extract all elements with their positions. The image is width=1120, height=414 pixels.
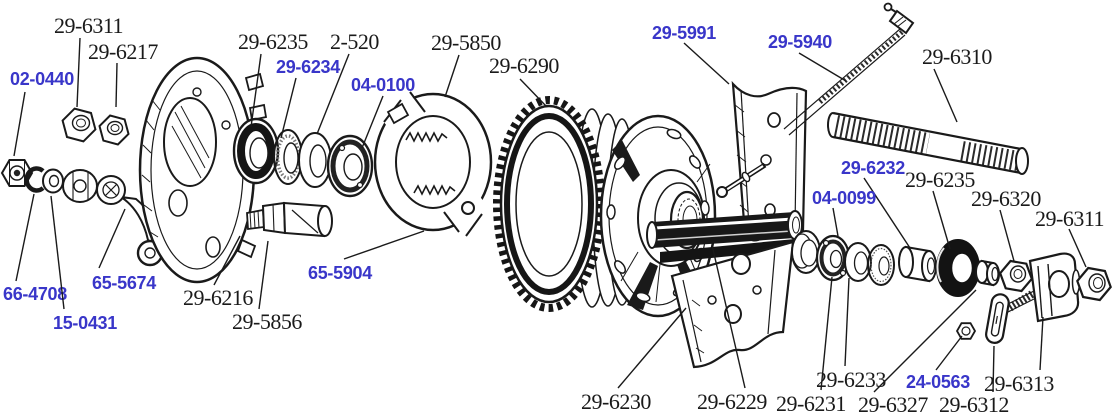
part-label-29-6217: 29-6217 bbox=[88, 39, 158, 64]
leader-line-65-5674 bbox=[98, 208, 126, 269]
hub-sprocket-drawing bbox=[493, 96, 717, 318]
part-label-29-6320: 29-6320 bbox=[971, 186, 1041, 211]
part-label-29-6230: 29-6230 bbox=[581, 389, 651, 414]
part-label-04-0100: 04-0100 bbox=[351, 75, 415, 95]
part-label-29-6233: 29-6233 bbox=[816, 367, 886, 392]
seal-ring-drawing bbox=[936, 239, 980, 297]
part-label-02-0440: 02-0440 bbox=[10, 69, 74, 89]
leader-line-65-5904 bbox=[343, 230, 425, 260]
part-label-29-6235: 29-6235 bbox=[238, 29, 308, 54]
leader-line-29-6313 bbox=[1039, 316, 1044, 371]
part-label-29-6310: 29-6310 bbox=[922, 44, 992, 69]
axle-nut-drawing bbox=[0, 159, 34, 187]
part-label-29-5850: 29-5850 bbox=[431, 30, 501, 55]
leader-line-29-6310 bbox=[933, 68, 958, 123]
leader-line-04-0099 bbox=[832, 207, 839, 237]
leader-line-29-6217 bbox=[115, 62, 118, 108]
leader-line-29-6327 bbox=[873, 289, 977, 393]
part-label-29-5856: 29-5856 bbox=[232, 309, 302, 334]
leader-line-24-0563 bbox=[935, 335, 963, 371]
leader-line-29-5850 bbox=[444, 54, 460, 98]
spacer-nut-group-drawing bbox=[975, 259, 1034, 293]
part-label-29-5940: 29-5940 bbox=[768, 32, 832, 52]
part-label-29-6290: 29-6290 bbox=[489, 53, 559, 78]
leader-line-29-6231 bbox=[820, 276, 833, 391]
leader-line-29-6216 bbox=[213, 235, 241, 286]
bearing-stack-left-drawing bbox=[232, 117, 374, 198]
brake-lever-arm-drawing bbox=[62, 169, 164, 267]
leader-line-2-520 bbox=[316, 53, 350, 135]
circlip-drawing bbox=[24, 166, 45, 193]
upper-stand-bracket-drawing bbox=[716, 80, 808, 242]
link-and-nut-drawing bbox=[955, 293, 1010, 344]
leader-line-29-5940 bbox=[798, 52, 847, 82]
leader-line-29-6230 bbox=[617, 307, 687, 389]
end-nut-drawing bbox=[1071, 266, 1112, 302]
leader-line-29-6312 bbox=[992, 345, 995, 393]
part-label-29-6234: 29-6234 bbox=[276, 57, 340, 77]
leader-line-29-5991 bbox=[683, 42, 730, 85]
part-label-29-6311: 29-6311 bbox=[54, 13, 123, 38]
axle-drawing bbox=[827, 111, 1029, 175]
part-label-65-5674: 65-5674 bbox=[92, 273, 156, 293]
part-label-29-6235: 29-6235 bbox=[905, 167, 975, 192]
part-label-29-5991: 29-5991 bbox=[652, 23, 716, 43]
leader-line-29-5856 bbox=[258, 240, 269, 310]
leader-line-29-6311 bbox=[76, 37, 81, 108]
leader-line-02-0440 bbox=[13, 91, 26, 157]
washer-drawing bbox=[42, 168, 64, 194]
leader-line-29-6234 bbox=[280, 77, 297, 139]
part-label-29-6232: 29-6232 bbox=[841, 158, 905, 178]
part-label-65-5904: 65-5904 bbox=[308, 263, 372, 283]
part-label-29-6311: 29-6311 bbox=[1035, 206, 1104, 231]
leader-line-29-6290 bbox=[519, 78, 547, 107]
bearing-stack-right-drawing bbox=[791, 230, 937, 286]
leader-line-29-6229 bbox=[711, 244, 746, 389]
leader-line-29-6235 bbox=[250, 53, 262, 128]
part-label-29-6216: 29-6216 bbox=[183, 285, 253, 310]
leader-line-04-0100 bbox=[361, 95, 384, 149]
brake-backplate-drawing bbox=[138, 56, 268, 284]
part-label-29-6312: 29-6312 bbox=[939, 392, 1009, 414]
part-label-29-6231: 29-6231 bbox=[776, 391, 846, 414]
part-label-29-6313: 29-6313 bbox=[984, 371, 1054, 396]
part-label-2-520: 2-520 bbox=[330, 29, 379, 54]
leader-line-29-6233 bbox=[844, 277, 850, 367]
leader-line-15-0431 bbox=[50, 195, 65, 310]
part-label-04-0099: 04-0099 bbox=[812, 188, 876, 208]
part-label-24-0563: 24-0563 bbox=[906, 372, 970, 392]
part-label-66-4708: 66-4708 bbox=[3, 284, 67, 304]
leader-line-29-6232 bbox=[863, 177, 911, 249]
part-label-29-6327: 29-6327 bbox=[858, 392, 928, 414]
leader-line-29-6311 bbox=[1068, 228, 1087, 268]
part-label-29-6229: 29-6229 bbox=[697, 389, 767, 414]
cam-spindle-drawing bbox=[246, 201, 333, 238]
leader-line-29-6235 bbox=[932, 190, 951, 250]
anchor-bracket-drawing bbox=[1003, 252, 1080, 323]
lower-stand-bracket-drawing bbox=[646, 210, 803, 369]
part-label-15-0431: 15-0431 bbox=[53, 313, 117, 333]
brake-shoes-drawing bbox=[373, 85, 495, 239]
leader-line-29-6320 bbox=[999, 209, 1015, 262]
leader-line-66-4708 bbox=[15, 193, 35, 282]
stud-nuts-drawing bbox=[61, 107, 130, 146]
